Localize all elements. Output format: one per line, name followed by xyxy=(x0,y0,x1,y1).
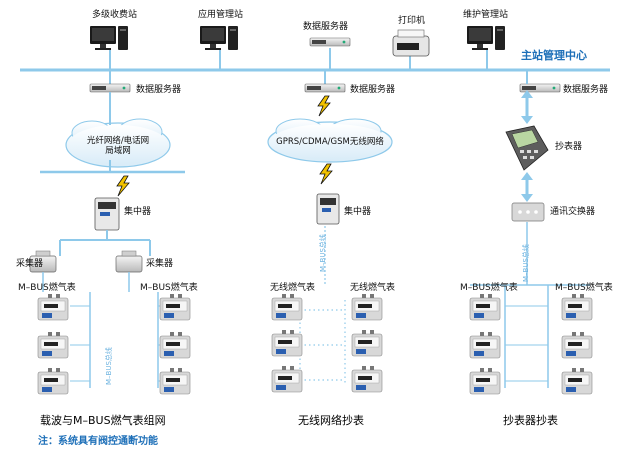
gas-meter-icon xyxy=(351,365,383,393)
gas-meter-icon xyxy=(469,367,501,395)
collector-label: 采集器 xyxy=(146,259,174,269)
meter-label: M–BUS燃气表 xyxy=(460,283,518,293)
station-label: 多级收费站 xyxy=(92,10,138,20)
gas-meter-icon xyxy=(469,331,501,359)
comm-switch-icon xyxy=(511,202,545,222)
server-label: 数据服务器 xyxy=(136,85,182,95)
cloud-label: GPRS/CDMA/GSM无线网络 xyxy=(276,137,384,147)
reader-label: 抄表器 xyxy=(555,142,583,152)
meter-label: 无线燃气表 xyxy=(270,283,316,293)
rack-server-icon xyxy=(309,37,351,47)
handheld-reader-icon xyxy=(505,125,549,171)
rack-server-icon xyxy=(519,83,561,93)
caption: 抄表器抄表 xyxy=(503,414,558,427)
printer-label: 打印机 xyxy=(398,16,426,26)
rack-server-icon xyxy=(89,83,131,93)
gas-meter-icon xyxy=(561,367,593,395)
printer-icon xyxy=(392,29,430,57)
gas-meter-icon xyxy=(271,293,303,321)
gas-meter-icon xyxy=(37,367,69,395)
desktop-computer-icon xyxy=(200,26,238,50)
gas-meter-icon xyxy=(159,293,191,321)
lightning-icon xyxy=(116,175,130,197)
cloud-label-line2: 局域网 xyxy=(105,146,131,156)
gas-meter-icon xyxy=(159,331,191,359)
cloud-label-line1: 光纤网络/电话网 xyxy=(86,136,150,146)
desktop-computer-icon xyxy=(467,26,505,50)
caption: 载波与M–BUS燃气表组网 xyxy=(40,414,166,427)
gas-meter-icon xyxy=(351,329,383,357)
station-label: 维护管理站 xyxy=(463,10,509,20)
caption: 无线网络抄表 xyxy=(298,414,364,427)
meter-label: M–BUS燃气表 xyxy=(140,283,198,293)
gas-meter-icon xyxy=(271,329,303,357)
bus-line-label: M–BUS总线 xyxy=(105,347,113,385)
gas-meter-icon xyxy=(469,293,501,321)
gas-meter-icon xyxy=(37,293,69,321)
gas-meter-icon xyxy=(351,293,383,321)
gas-meter-icon xyxy=(271,365,303,393)
gas-meter-icon xyxy=(37,331,69,359)
desktop-computer-icon xyxy=(90,26,128,50)
gas-meter-icon xyxy=(561,293,593,321)
station-label: 应用管理站 xyxy=(198,10,244,20)
switch-label: 通讯交换器 xyxy=(550,207,596,217)
meter-label: 无线燃气表 xyxy=(350,283,396,293)
gas-meter-icon xyxy=(159,367,191,395)
center-label: 主站管理中心 xyxy=(521,49,587,62)
collector-icon xyxy=(115,250,143,273)
server-label: 数据服务器 xyxy=(563,85,609,95)
rack-server-icon xyxy=(304,83,346,93)
meter-label: M–BUS燃气表 xyxy=(555,283,613,293)
server-label: 数据服务器 xyxy=(303,22,349,32)
note: 注：系统具有阀控通断功能 xyxy=(38,436,158,447)
bus-line-label: M–BUS总线 xyxy=(522,244,530,282)
meter-label: M–BUS燃气表 xyxy=(18,283,76,293)
cloud-label: 光纤网络/电话网 局域网 xyxy=(76,136,160,156)
lightning-icon xyxy=(317,95,331,117)
bus-line-label: M–BUS总线 xyxy=(319,234,327,272)
concentrator-label: 集中器 xyxy=(124,207,152,217)
concentrator-label: 集中器 xyxy=(344,207,372,217)
concentrator-icon xyxy=(316,193,340,225)
gas-meter-icon xyxy=(561,331,593,359)
cloud-icon xyxy=(65,118,171,168)
cloud-icon xyxy=(267,118,393,163)
server-label: 数据服务器 xyxy=(350,85,396,95)
concentrator-icon xyxy=(94,197,120,231)
collector-label: 采集器 xyxy=(16,259,44,269)
lightning-icon xyxy=(319,163,333,185)
